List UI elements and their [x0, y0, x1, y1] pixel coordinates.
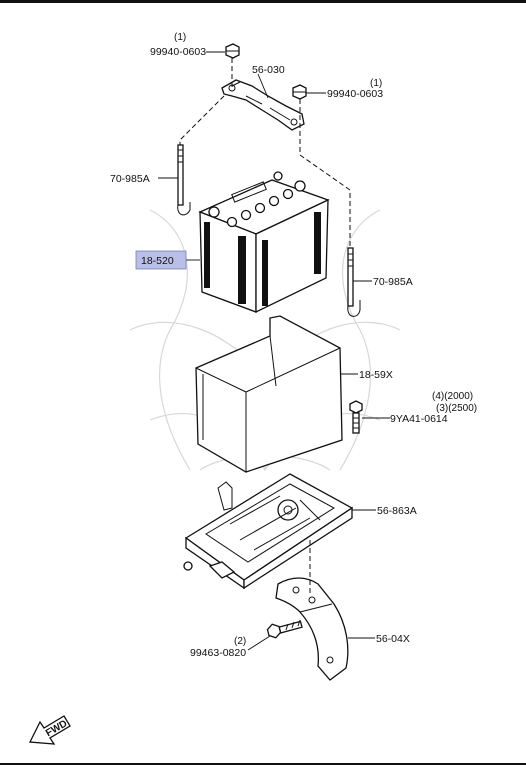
nut-top-part: 99940-0603 [150, 46, 206, 58]
nut-right-part: 99940-0603 [327, 88, 383, 100]
hold-bracket [221, 73, 305, 131]
battery-tray [183, 473, 354, 590]
support-bracket-part: 56-04X [376, 633, 410, 645]
rod-left [177, 144, 191, 216]
assembly-line [179, 95, 225, 150]
cover-part: 18-59X [359, 369, 393, 381]
fwd-arrow-icon: FWD [28, 715, 71, 745]
rod-right-part: 70-985A [373, 276, 413, 288]
fwd-label: FWD [44, 718, 69, 739]
assembly-line [299, 99, 351, 250]
cover-bolt [349, 400, 363, 434]
rod-left-part: 70-985A [110, 173, 150, 185]
battery-cover [195, 315, 343, 473]
nut-top-qty: (1) [174, 32, 186, 43]
lower-bolt [266, 619, 303, 639]
tray-part: 56-863A [377, 505, 417, 517]
nut-right [292, 84, 307, 100]
bolt-part: 9YA41-0614 [390, 413, 448, 425]
nut-right-qty: (1) [370, 78, 382, 89]
bolt-qty-a: (4)(2000) [432, 391, 473, 402]
lower-bolt-qty: (2) [234, 636, 246, 647]
battery-part: 18-520 [141, 255, 174, 267]
support-bracket [275, 577, 349, 681]
battery [198, 171, 330, 314]
top-rule [0, 0, 526, 3]
lower-bolt-part: 99463-0820 [190, 647, 246, 659]
hold-bracket-part: 56-030 [252, 64, 285, 76]
rod-right [347, 247, 361, 317]
bolt-qty-b: (3)(2500) [436, 403, 477, 414]
bottom-rule [0, 763, 526, 765]
battery-highlight[interactable] [135, 250, 187, 270]
nut-top [225, 43, 240, 59]
